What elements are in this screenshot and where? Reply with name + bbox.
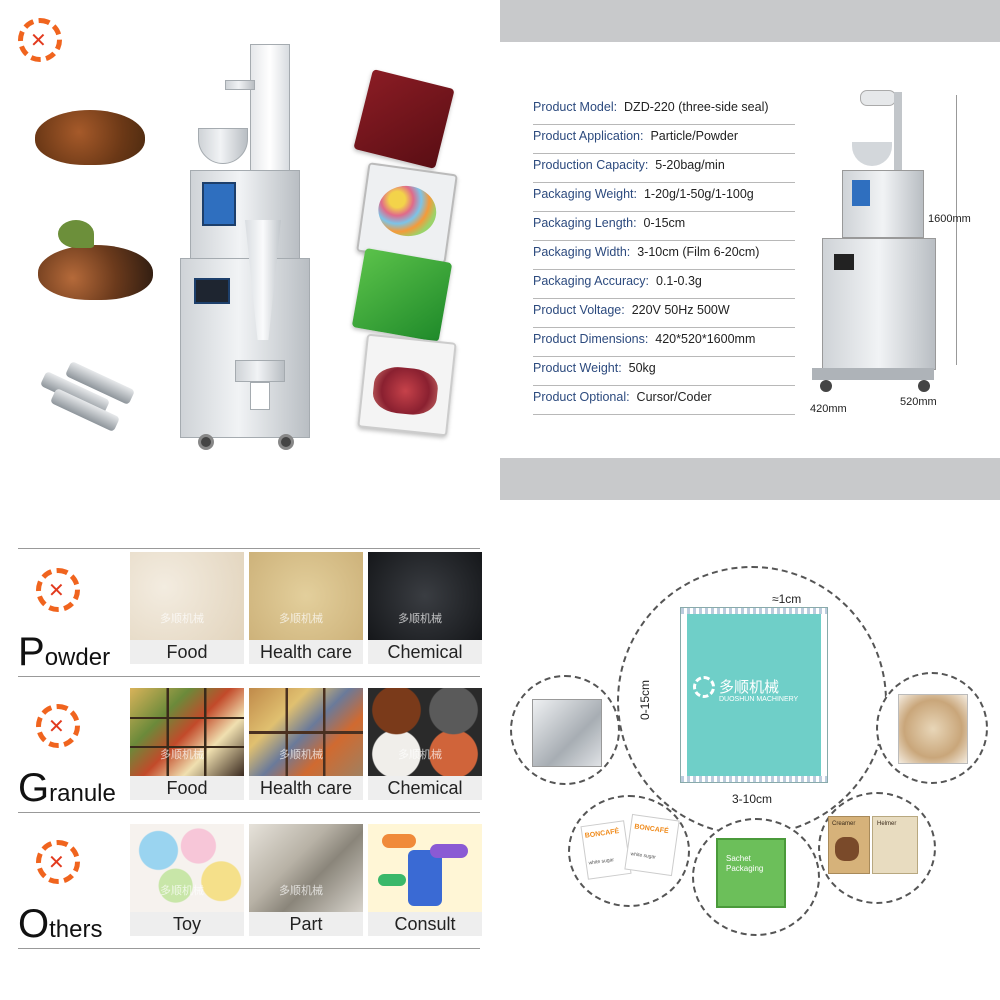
chat-phone-image: [368, 824, 482, 912]
creamer-packet-image: Creamer: [828, 816, 870, 874]
gear-logo-icon: ✕: [36, 840, 80, 884]
creamer-circle: Creamer Helmer: [818, 792, 936, 904]
tea-granule-pile-image: [35, 110, 145, 165]
tile-toy: 多顺机械 Toy: [130, 824, 244, 936]
height-dimension: 1600mm: [928, 213, 971, 225]
gear-logo-icon: ✕: [36, 568, 80, 612]
spec-row: Packaging Length: 0-15cm: [533, 212, 795, 241]
dried-herbs-image: 多顺机械: [249, 688, 363, 776]
spec-row: Product Weight: 50kg: [533, 357, 795, 386]
flower-pouch-circle: [876, 672, 988, 784]
metal-parts-image: 多顺机械: [249, 824, 363, 912]
spec-row: Product Optional: Cursor/Coder: [533, 386, 795, 415]
grains-grid-image: 多顺机械: [130, 688, 244, 776]
tile-part: 多顺机械 Part: [249, 824, 363, 936]
category-granule: ✕ Granule 多顺机械 Food 多顺机械 Health care 多顺机…: [18, 684, 482, 812]
spec-row: Product Application: Particle/Powder: [533, 125, 795, 154]
helmer-packet-image: Helmer: [872, 816, 918, 874]
tile-chemical: 多顺机械 Chemical: [368, 688, 482, 800]
sachet-circle: Sachet Packaging: [692, 818, 820, 936]
spec-table: Product Model: DZD-220 (three-side seal)…: [533, 96, 795, 415]
chat-bubble-icon: [382, 834, 416, 848]
squishy-toys-image: 多顺机械: [130, 824, 244, 912]
chat-bubble-icon: [378, 874, 406, 886]
spec-row: Packaging Weight: 1-20g/1-50g/1-100g: [533, 183, 795, 212]
tile-consult: Consult: [368, 824, 482, 936]
category-title: Others: [18, 902, 103, 946]
category-title: Granule: [18, 766, 116, 810]
category-others: ✕ Others 多顺机械 Toy 多顺机械 Part Consult: [18, 820, 482, 948]
silver-pouch-image: [532, 699, 602, 767]
coffee-pouch-image: [353, 69, 455, 169]
bag-logo-cn: 多顺机械: [719, 678, 780, 696]
gear-logo-icon: [18, 18, 62, 62]
spec-row: Packaging Width: 3-10cm (Film 6-20cm): [533, 241, 795, 270]
tile-health-care: 多顺机械 Health care: [249, 552, 363, 664]
spec-row: Packaging Accuracy: 0.1-0.3g: [533, 270, 795, 299]
black-powder-image: 多顺机械: [368, 552, 482, 640]
green-foil-pouch-image: [351, 247, 453, 343]
spec-row: Product Dimensions: 420*520*1600mm: [533, 328, 795, 357]
bottom-gray-band: [500, 458, 1000, 500]
machine-dimension-image: [812, 82, 942, 422]
pellets-image: 多顺机械: [368, 688, 482, 776]
tile-chemical: 多顺机械 Chemical: [368, 552, 482, 664]
silver-pouch-circle: [510, 675, 620, 785]
herbal-powder-image: 多顺机械: [249, 552, 363, 640]
flower-pouch-image: [898, 694, 968, 764]
tile-food: 多顺机械 Food: [130, 552, 244, 664]
spec-row: Product Voltage: 220V 50Hz 500W: [533, 299, 795, 328]
sugar-packet-image: BONCAFÉ white sugar: [624, 813, 680, 877]
bag-diagram: 多顺机械 DUOSHUN MACHINERY: [680, 607, 828, 783]
herb-leaf-icon: [58, 220, 94, 248]
coffee-powder-pile-image: [38, 245, 153, 300]
packing-machine-image: [180, 40, 320, 455]
control-panel-icon: [194, 278, 230, 304]
spec-row: Product Model: DZD-220 (three-side seal): [533, 96, 795, 125]
brand-logo: ✕: [18, 18, 62, 62]
depth-dimension: 420mm: [810, 403, 847, 415]
logo-mark-icon: ✕: [30, 28, 47, 52]
category-powder: ✕ Powder 多顺机械 Food 多顺机械 Health care 多顺机械…: [18, 548, 482, 676]
seal-width-label: ≈1cm: [772, 592, 802, 606]
width-dimension: 520mm: [900, 396, 937, 408]
chat-bubble-icon: [430, 844, 468, 858]
bag-logo-en: DUOSHUN MACHINERY: [719, 696, 799, 703]
sugar-circle: BONCAFÉ white sugar BONCAFÉ white sugar: [568, 795, 690, 907]
phone-icon: [408, 850, 442, 906]
category-title: Powder: [18, 630, 111, 674]
bag-logo-icon: [693, 676, 715, 698]
bag-length-label: 0-15cm: [638, 679, 652, 720]
gear-logo-icon: ✕: [36, 704, 80, 748]
flour-image: 多顺机械: [130, 552, 244, 640]
tile-health-care: 多顺机械 Health care: [249, 688, 363, 800]
sugar-packet-image: BONCAFÉ white sugar: [580, 820, 632, 880]
screws-image: [39, 360, 136, 433]
spec-row: Production Capacity: 5-20bag/min: [533, 154, 795, 183]
tile-food: 多顺机械 Food: [130, 688, 244, 800]
spice-pouch-image: [357, 333, 457, 437]
machine-screen-icon: [202, 182, 236, 226]
top-gray-band: [500, 0, 1000, 42]
green-sachet-image: Sachet Packaging: [716, 838, 786, 908]
bag-width-label: 3-10cm: [732, 792, 773, 806]
